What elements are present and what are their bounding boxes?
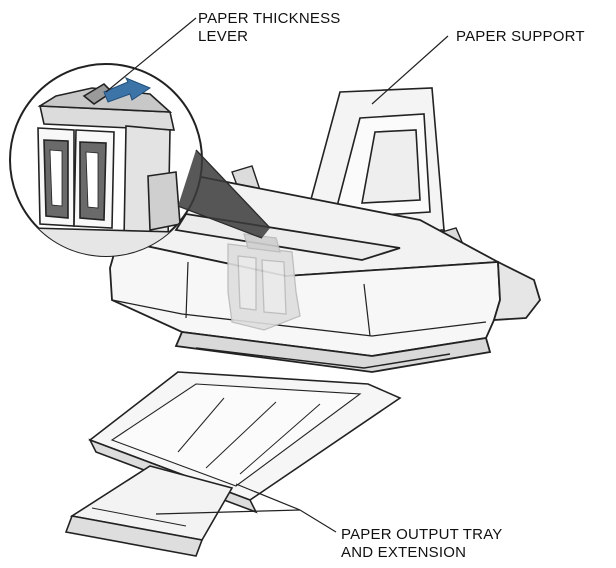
label-paper-output-tray: PAPER OUTPUT TRAY AND EXTENSION [341, 526, 503, 562]
label-line: AND EXTENSION [341, 544, 467, 561]
tray-extension [64, 465, 234, 557]
label-line: LEVER [198, 28, 249, 45]
lever-direction-arrow [103, 77, 152, 103]
label-paper-thickness-lever: PAPER THICKNESS LEVER [198, 10, 340, 46]
label-line: PAPER THICKNESS [198, 10, 341, 27]
label-line: PAPER SUPPORT [456, 28, 585, 45]
paper-support [294, 87, 450, 257]
label-line: PAPER OUTPUT TRAY [341, 526, 503, 543]
carriage-ghost [227, 233, 301, 331]
label-paper-support: PAPER SUPPORT [456, 28, 585, 46]
leader-lines [105, 17, 449, 533]
zoom-detail [9, 63, 271, 257]
